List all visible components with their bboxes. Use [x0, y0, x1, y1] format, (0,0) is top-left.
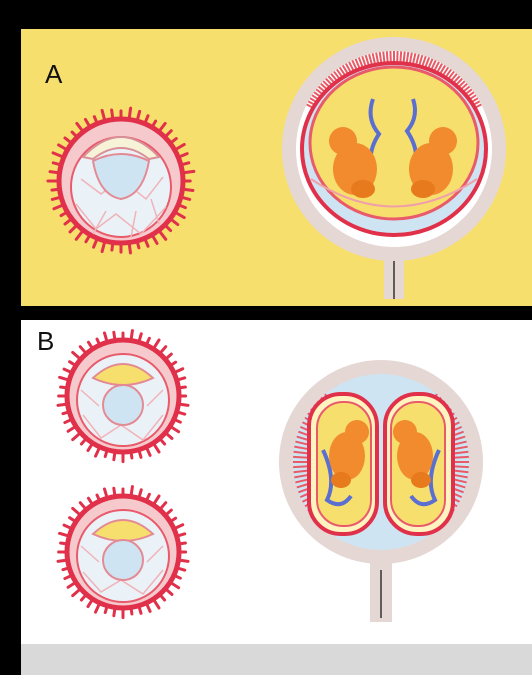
blastocyst-b-bottom [58, 487, 188, 618]
blastocyst-b-top [58, 331, 188, 462]
panel-b: B [21, 320, 532, 644]
panel-a: A [21, 29, 532, 306]
placenta-striation [293, 457, 307, 458]
placenta-striation [293, 466, 307, 467]
blastocyst-a [48, 108, 194, 253]
placenta-striation [455, 457, 469, 458]
panel-b-illustration [21, 320, 532, 644]
panel-a-illustration [21, 29, 532, 306]
placenta-striation [455, 466, 469, 467]
bottom-strip [21, 644, 532, 675]
uterus-b [279, 360, 483, 622]
uterus-a [282, 37, 506, 299]
